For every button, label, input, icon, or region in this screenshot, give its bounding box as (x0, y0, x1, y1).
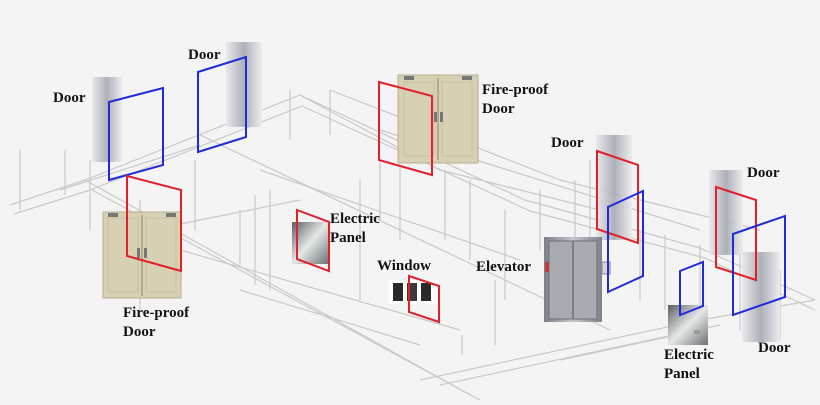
door-texture-right-1 (596, 135, 632, 240)
label-fireproof-door-top: Fire-proof Door (482, 81, 548, 119)
door-texture-top (226, 42, 262, 127)
label-window: Window (377, 258, 431, 274)
label-line-1: Electric (330, 211, 380, 227)
electric-panel-box-right (679, 260, 704, 317)
label-door-right-2: Door (747, 165, 780, 181)
label-door-left: Door (53, 90, 86, 106)
label-line-2: Panel (664, 366, 700, 382)
fireproof-door-box-left (126, 174, 182, 273)
label-line-1: Fire-proof (123, 305, 190, 321)
label-line-1: Fire-proof (482, 82, 549, 98)
window-box (408, 274, 440, 324)
label-door-right-1: Door (551, 135, 584, 151)
bounding-boxes (108, 55, 786, 324)
label-fireproof-door-left: Fire-proof Door (123, 304, 189, 342)
electric-panel-right-image (668, 305, 708, 345)
door-box-red-right-1 (596, 149, 639, 245)
door-texture-right-2 (709, 170, 743, 255)
label-line-2: Door (482, 101, 515, 117)
door-texture-left (92, 77, 122, 162)
elevator-image (544, 237, 611, 322)
label-line-2: Panel (330, 230, 366, 246)
label-door-right-3: Door (758, 340, 791, 356)
door-box-blue-top (197, 55, 247, 154)
fireproof-door-top-image (397, 74, 479, 164)
door-box-blue-right-2 (732, 214, 786, 317)
electric-panel-box-center (296, 208, 330, 273)
door-box-red-right-2 (715, 185, 757, 282)
door-box-blue-right-1 (607, 189, 644, 294)
label-door-top: Door (188, 47, 221, 63)
label-elevator: Elevator (476, 259, 531, 275)
fireproof-door-box-top (378, 80, 433, 177)
label-electric-panel-center: Electric Panel (330, 210, 380, 248)
label-line-2: Door (123, 324, 156, 340)
door-box-blue-left (108, 86, 164, 182)
door-texture-right-3 (742, 252, 780, 342)
label-line-1: Electric (664, 347, 714, 363)
fireproof-door-left-image (102, 211, 182, 299)
label-electric-panel-right: Electric Panel (664, 346, 714, 384)
